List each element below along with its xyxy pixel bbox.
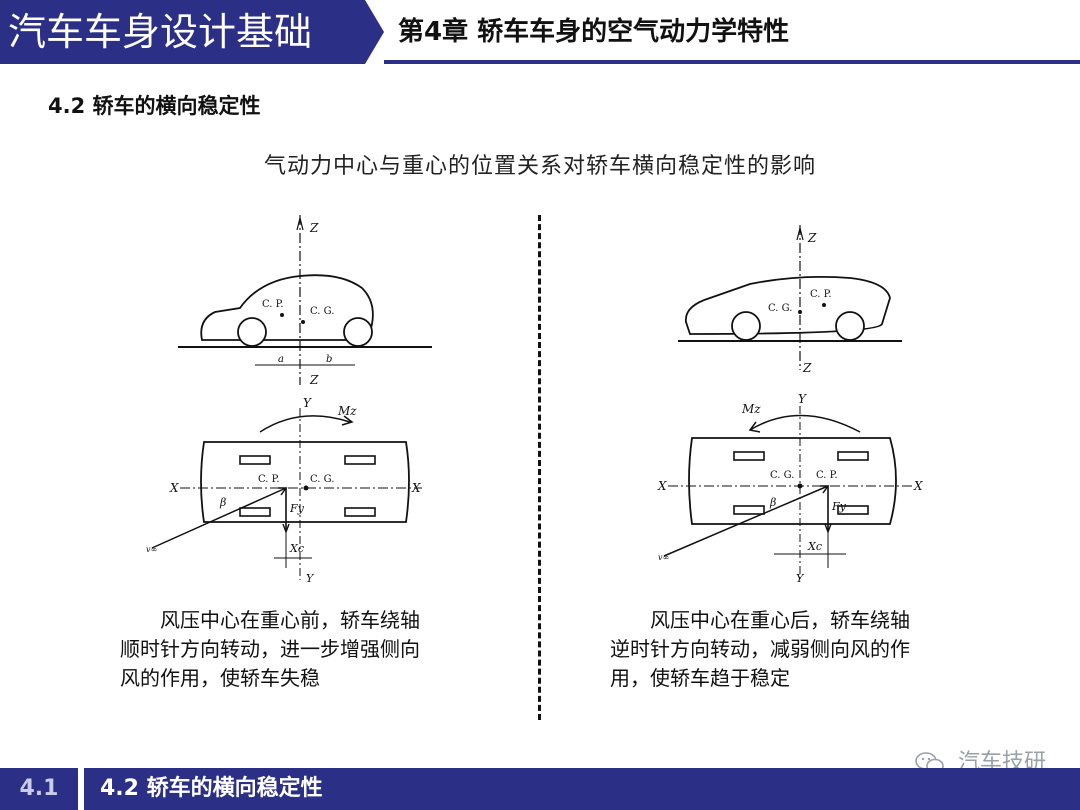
footer-section-label: 4.2 轿车的横向稳定性 (84, 768, 1080, 810)
right-wind-vector (663, 485, 829, 557)
footer-section-number: 4.1 (0, 768, 78, 810)
right-x-left-label: X (657, 479, 667, 493)
right-fy-label: Fy (831, 500, 847, 513)
course-title: 汽车车身设计基础 (8, 10, 313, 54)
right-y-top-label: Y (798, 392, 807, 406)
slide-footer: 4.1 4.2 轿车的横向稳定性 (0, 768, 1080, 810)
right-car-top-outline (688, 437, 897, 525)
right-x-right-label: X (913, 479, 923, 493)
right-z-top-label: Z (807, 231, 817, 245)
right-cp2-label: C. P. (816, 470, 838, 481)
left-car-diagram: Z C. P. C. G. a b Z Y Mz X X C. P. C. G.… (146, 215, 432, 585)
left-v-label: v∞ (146, 545, 157, 554)
left-b-label: b (326, 354, 332, 365)
right-car-diagram: Z C. G. C. P. Z Y Mz X X C. G. C. P. β F… (657, 225, 923, 585)
course-title-banner (0, 0, 384, 64)
right-xc-label: Xc (807, 540, 822, 553)
left-cg-label: C. G. (310, 306, 334, 317)
right-moment-arc (749, 414, 861, 433)
left-x-left-label: X (169, 481, 179, 495)
right-cg-label: C. G. (768, 303, 792, 314)
left-car-body (200, 274, 374, 341)
left-wind-vector (151, 487, 287, 549)
figure-caption: 气动力中心与重心的位置关系对轿车横向稳定性的影响 (263, 154, 816, 179)
right-front-wheel (731, 311, 761, 341)
right-rear-wheel (835, 311, 865, 341)
left-diagram-panel: Z C. P. C. G. a b Z Y Mz X X C. P. C. G.… (140, 210, 440, 590)
right-car-body (685, 275, 891, 335)
dashed-divider (538, 215, 541, 720)
left-car-top-outline (200, 441, 410, 523)
right-z-bottom-label: Z (802, 361, 812, 375)
right-cg2-label: C. G. (770, 470, 794, 481)
left-fy-label: Fy (289, 502, 305, 515)
left-cp2-label: C. P. (258, 474, 280, 485)
left-x-right-label: X (411, 481, 421, 495)
header-rule (384, 60, 1080, 64)
right-v-label: v∞ (658, 553, 669, 562)
left-a-label: a (278, 354, 284, 365)
left-xc-label: Xc (289, 542, 304, 555)
right-cp-label: C. P. (810, 289, 832, 300)
left-z-top-label: Z (309, 221, 319, 235)
left-panel-text: 风压中心在重心前，轿车绕轴 顺时针方向转动，进一步增强侧向 风的作用，使轿车失稳 (120, 608, 420, 690)
right-beta-label: β (769, 496, 776, 509)
section-title: 4.2 轿车的横向稳定性 (48, 94, 261, 118)
left-cp-label: C. P. (262, 299, 284, 310)
left-front-wheel (237, 317, 267, 347)
left-y-bottom-label: Y (306, 572, 315, 585)
left-rear-wheel (343, 317, 373, 347)
left-beta-label: β (219, 496, 226, 509)
right-panel-text: 风压中心在重心后，轿车绕轴 逆时针方向转动，减弱侧向风的作 用，使轿车趋于稳定 (610, 608, 910, 690)
slide-header: 汽车车身设计基础 第4章 轿车车身的空气动力学特性 (0, 0, 1080, 66)
right-mz-label: Mz (741, 402, 761, 416)
left-z-bottom-label: Z (309, 373, 319, 387)
right-diagram-panel: Z C. G. C. P. Z Y Mz X X C. G. C. P. β F… (650, 210, 950, 590)
left-mz-label: Mz (337, 404, 357, 418)
left-cg2-label: C. G. (310, 474, 334, 485)
chapter-title: 第4章 轿车车身的空气动力学特性 (398, 17, 790, 47)
left-y-top-label: Y (303, 396, 312, 410)
right-y-bottom-label: Y (796, 572, 805, 585)
left-moment-arc (259, 415, 351, 433)
